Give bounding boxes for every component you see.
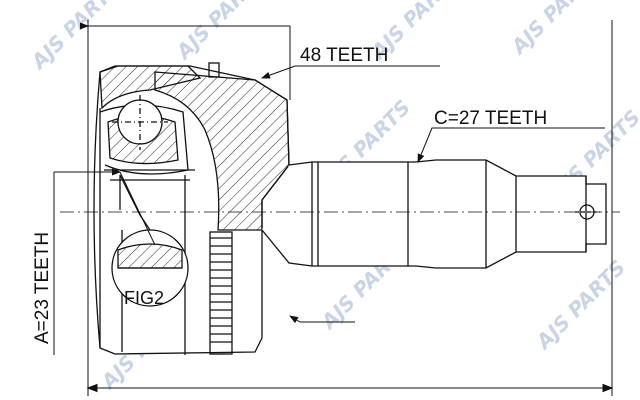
spline-detail (119, 174, 151, 231)
watermark-text: AJS PARTS (170, 0, 270, 65)
housing-section-hatch (154, 71, 290, 231)
dimension-lines (53, 20, 614, 396)
watermark-text: AJS PARTS (25, 0, 125, 75)
label-inner-teeth: A=23 TEETH (32, 232, 53, 344)
watermark-text: AJS PARTS (530, 255, 630, 355)
leader-48-teeth (261, 65, 440, 79)
label-shaft-teeth: C=27 TEETH (434, 108, 547, 129)
bottom-arrow-left (86, 383, 98, 393)
label-outer-teeth: 48 TEETH (300, 45, 388, 66)
fig2-hatch (117, 243, 183, 269)
tone-ring (209, 231, 233, 355)
housing-cap-hatch (99, 65, 202, 110)
cv-joint-outline (60, 62, 620, 355)
label-figure: FIG2 (124, 288, 164, 308)
bottom-arrow-right (602, 383, 614, 393)
leader-fig2 (119, 171, 156, 246)
tone-ring-teeth (210, 237, 232, 343)
watermark-text: AJS PARTS (505, 0, 605, 60)
shaft-outline (261, 159, 607, 269)
ring-tab (208, 62, 220, 78)
leader-c-teeth (417, 127, 605, 163)
leader-tone-ring (289, 315, 355, 324)
